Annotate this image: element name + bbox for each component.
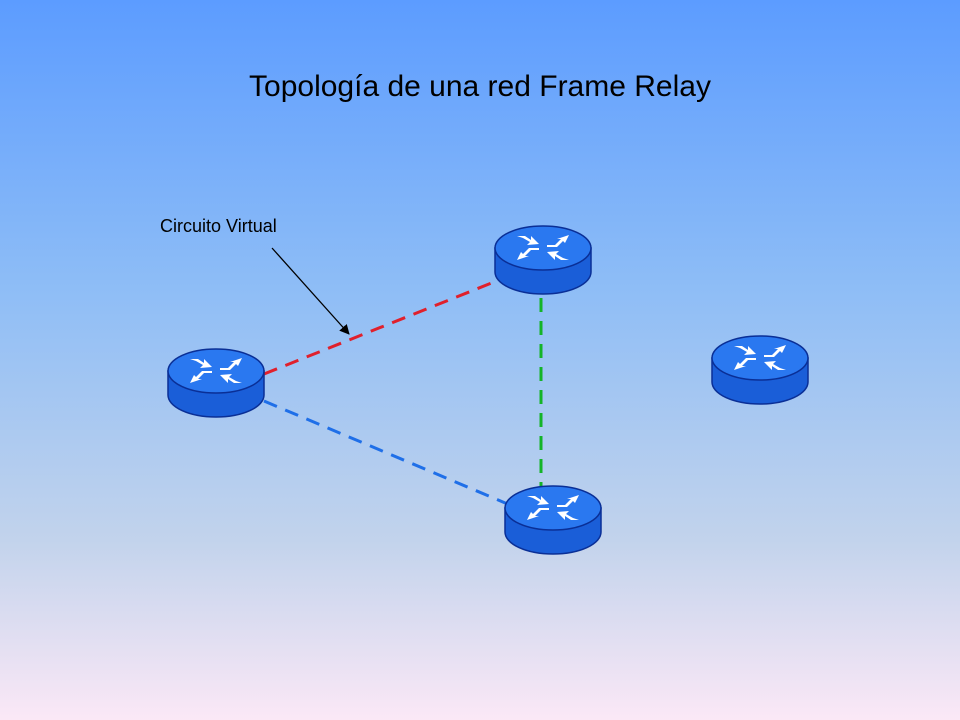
annotation-pointer-arrow [271,247,350,335]
router-top-icon [494,225,592,295]
router-bottom-icon [504,485,602,555]
router-left-icon [167,348,265,418]
virtual-circuit-label: Circuito Virtual [160,216,277,236]
virtual-circuit-left-bottom [263,399,511,507]
router-right-icon [711,335,809,405]
diagram-title: Topología de una red Frame Relay [249,70,711,103]
virtual-circuit-left-top [263,280,495,376]
